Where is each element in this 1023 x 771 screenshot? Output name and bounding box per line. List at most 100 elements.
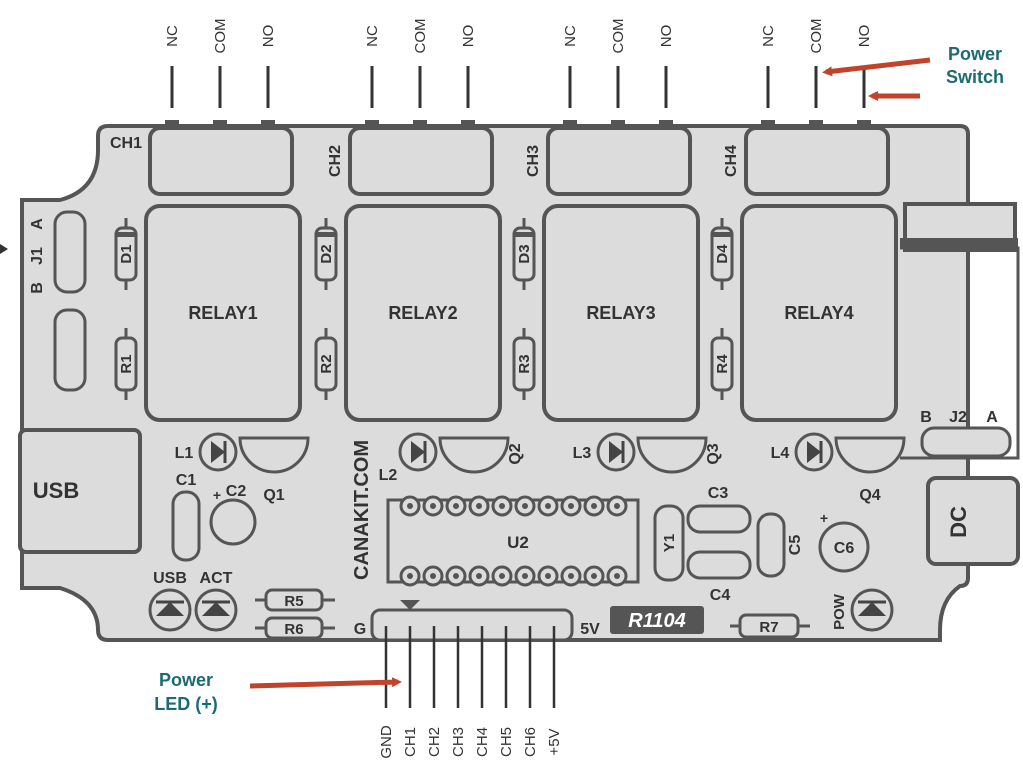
- header-5v-label: 5V: [580, 621, 600, 638]
- terminal-label-no: NO: [460, 25, 477, 48]
- header-pin-label: CH5: [498, 727, 515, 757]
- u2-pin-hole: [545, 573, 551, 579]
- diode-band: [712, 232, 732, 237]
- terminal-label-com: COM: [610, 19, 627, 54]
- terminal-pad: [261, 120, 275, 128]
- r7-resistor: R7: [730, 613, 810, 639]
- terminal-label-nc: NC: [562, 25, 579, 47]
- j1-arrow-icon: [0, 244, 8, 254]
- u2-pins: [399, 495, 628, 587]
- diode-band: [116, 232, 136, 237]
- terminal-label-nc: NC: [760, 25, 777, 47]
- terminal-pad: [461, 120, 475, 128]
- resistor-label: R2: [318, 354, 335, 373]
- u2-pin-hole: [522, 573, 528, 579]
- terminal-block: [348, 126, 494, 196]
- c3-label: C3: [708, 485, 729, 502]
- terminal-pad: [365, 120, 379, 128]
- j1-jumper-bottom: [53, 308, 87, 392]
- j1-b-label: B: [29, 282, 46, 294]
- terminal-block: [546, 126, 692, 196]
- revision-label: R1104: [628, 610, 685, 632]
- resistor: [710, 336, 734, 392]
- gpio-header: [370, 608, 574, 642]
- pow-led: [850, 588, 894, 632]
- c6-plus: +: [820, 510, 828, 526]
- y1-label: Y1: [661, 534, 678, 552]
- terminal-label-nc: NC: [364, 25, 381, 47]
- terminal-block: [148, 126, 294, 196]
- relay-label: RELAY3: [586, 303, 655, 323]
- terminal-label-no: NO: [658, 25, 675, 48]
- power-led-annotation-1: Power: [159, 670, 213, 690]
- header-pin-label: CH3: [450, 727, 467, 757]
- c2-label: C2: [226, 483, 247, 500]
- c5-capacitor: [756, 512, 786, 578]
- diode-label: D1: [118, 244, 135, 263]
- c2-plus: +: [213, 487, 221, 503]
- led-label: L2: [379, 467, 398, 484]
- u2-pin-hole: [614, 573, 620, 579]
- usb-led-label: USB: [153, 570, 187, 587]
- usb-led: [148, 588, 192, 632]
- j1-a-label: A: [29, 218, 46, 230]
- j2-b-label: B: [920, 409, 932, 426]
- terminal-label-no: NO: [260, 25, 277, 48]
- c3-capacitor: [686, 504, 752, 534]
- channel-label: CH4: [723, 145, 740, 177]
- u2-pin-hole: [430, 503, 436, 509]
- j2-label: J2: [949, 409, 967, 426]
- transistor: [636, 436, 708, 474]
- relay-label: RELAY4: [784, 303, 853, 323]
- c2-capacitor: [209, 498, 257, 546]
- power-switch-bar: [900, 238, 1018, 248]
- diode-label: D3: [516, 244, 533, 263]
- transistor-label: Q4: [859, 487, 880, 504]
- resistor: [114, 336, 138, 392]
- c4-label: C4: [710, 587, 731, 604]
- c4-capacitor: [686, 550, 752, 580]
- u2-pin-hole: [453, 503, 459, 509]
- u2-pin-hole: [499, 503, 505, 509]
- website-label: CANAKIT.COM: [351, 440, 373, 580]
- header-pin-label: CH1: [402, 727, 419, 757]
- j2-a-label: A: [986, 409, 998, 426]
- u2-pin-hole: [499, 573, 505, 579]
- u2-pin-hole: [453, 573, 459, 579]
- terminal-label-com: COM: [412, 19, 429, 54]
- c1-label: C1: [176, 472, 197, 489]
- diode-band: [514, 232, 534, 237]
- transistor: [834, 436, 906, 474]
- act-led-label: ACT: [200, 570, 233, 587]
- header-pin-label: CH6: [522, 727, 539, 757]
- terminal-pad: [761, 120, 775, 128]
- diode-label: D2: [318, 244, 335, 263]
- svg-text:R6: R6: [284, 621, 303, 638]
- u2-pin-hole: [430, 573, 436, 579]
- resistor-label: R4: [714, 354, 731, 374]
- r6-resistor: R6: [255, 616, 335, 640]
- terminal-pad: [563, 120, 577, 128]
- led-label: L1: [175, 445, 194, 462]
- channel-led: [198, 432, 238, 472]
- terminal-pad: [165, 120, 179, 128]
- power-switch-annotation-2: Switch: [946, 67, 1004, 87]
- u2-pin-hole: [522, 503, 528, 509]
- resistor: [512, 336, 536, 392]
- relay-body: [144, 204, 302, 422]
- terminal-pad: [213, 120, 227, 128]
- relay-body: [740, 204, 898, 422]
- terminal-pad: [611, 120, 625, 128]
- diode: [114, 226, 138, 282]
- c6-label: C6: [834, 540, 855, 557]
- u2-pin-hole: [591, 573, 597, 579]
- transistor: [238, 436, 310, 474]
- power-switch-arrow-com: [822, 57, 931, 77]
- pow-led-label: POW: [831, 593, 848, 630]
- r5-resistor: R5: [255, 588, 335, 612]
- svg-text:R5: R5: [284, 593, 303, 610]
- channel-led: [794, 432, 834, 472]
